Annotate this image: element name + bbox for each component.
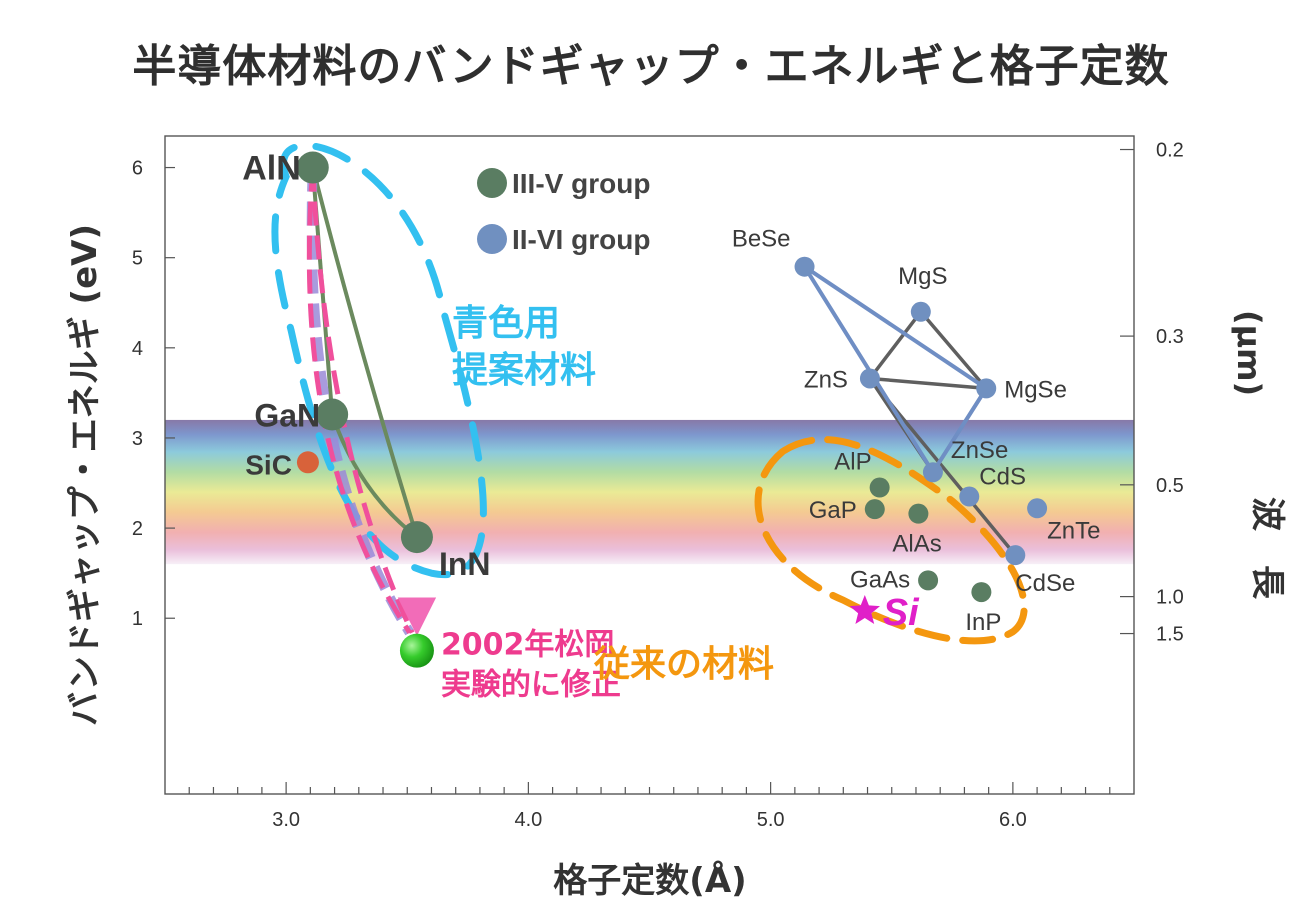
alloy-line-gray xyxy=(919,310,988,391)
label-sic: SiC xyxy=(245,449,292,480)
si-label: Si xyxy=(883,592,920,634)
y-tick-label: 2 xyxy=(132,518,143,540)
legend-marker xyxy=(477,168,507,198)
point-mgs xyxy=(910,301,931,322)
y2-tick-label: 0.2 xyxy=(1156,140,1184,162)
label-gaas: GaAs xyxy=(850,566,910,593)
point-gan xyxy=(316,398,349,431)
orange-region-label: 従来の材料 xyxy=(593,644,774,685)
aln-inn-curve xyxy=(310,167,419,538)
gan-inn-curve xyxy=(330,413,419,539)
label-alas: AlAs xyxy=(892,531,941,558)
point-alp xyxy=(869,477,890,498)
y-tick-label: 6 xyxy=(132,158,143,180)
alloy-line-gray xyxy=(868,376,988,391)
page-title: 半導体材料のバンドギャップ・エネルギと格子定数 xyxy=(132,41,1170,92)
label-znte: ZnTe xyxy=(1047,517,1100,544)
y2-tick-label: 0.5 xyxy=(1156,475,1184,497)
x-tick-label: 4.0 xyxy=(514,809,542,831)
label-inp: InP xyxy=(965,609,1001,636)
legend-marker xyxy=(477,224,507,254)
y2-tick-label: 0.3 xyxy=(1156,326,1184,348)
point-inn-revised xyxy=(399,633,434,668)
alloy-line-gray xyxy=(868,310,923,381)
point-aln xyxy=(296,151,329,184)
label-bese: BeSe xyxy=(732,226,791,253)
y-tick-label: 4 xyxy=(132,338,143,360)
point-bese xyxy=(794,256,815,277)
legend-label: II-VI group xyxy=(512,224,650,255)
label-gap: GaP xyxy=(809,497,857,524)
y-axis-title: バンドギャップ・エネルギ (eV) xyxy=(65,224,105,726)
y2-tick-label: 1.5 xyxy=(1156,624,1184,646)
blue-region-label-1: 青色用 xyxy=(452,303,560,344)
label-aln: AlN xyxy=(242,150,301,188)
point-gaas xyxy=(918,570,939,591)
label-zns: ZnS xyxy=(804,366,848,393)
x-tick-label: 6.0 xyxy=(999,809,1027,831)
revised-curve-pink-1 xyxy=(306,167,412,635)
y-tick-label: 1 xyxy=(132,608,143,630)
point-znte xyxy=(1027,498,1048,519)
revised-label-line1: 2002年松岡 xyxy=(441,628,615,663)
label-gan: GaN xyxy=(254,398,320,434)
x-tick-label: 3.0 xyxy=(272,809,300,831)
alloy-line-blue xyxy=(930,386,989,475)
label-mgs: MgS xyxy=(898,263,947,290)
blue-region-label-2: 提案材料 xyxy=(452,350,596,391)
y2-tick-label: 1.0 xyxy=(1156,587,1184,609)
x-tick-label: 5.0 xyxy=(757,809,785,831)
revised-curve-pink-2 xyxy=(310,167,415,634)
point-gap xyxy=(864,499,885,520)
revised-label-line2: 実験的に修正 xyxy=(441,668,621,703)
data-points xyxy=(296,151,1048,603)
y-tick-label: 3 xyxy=(132,428,143,450)
label-cdse: CdSe xyxy=(1015,570,1075,597)
point-alas xyxy=(908,503,929,524)
label-mgse: MgSe xyxy=(1004,376,1067,403)
x-axis-title: 格子定数(Å) xyxy=(553,860,746,901)
point-inp xyxy=(971,582,992,603)
label-znse: ZnSe xyxy=(951,437,1008,464)
connection-lines xyxy=(306,167,1018,636)
point-zns xyxy=(859,368,880,389)
y-tick-label: 5 xyxy=(132,248,143,270)
point-sic xyxy=(296,451,319,474)
legend-label: III-V group xyxy=(512,168,650,199)
point-cdse xyxy=(1005,545,1026,566)
axes: 3.0 4.0 5.0 6.0 1 2 3 4 5 6 0.2 0.3 0.5 1.0 1.5 xyxy=(132,135,1184,831)
y2-axis-unit: (μm) xyxy=(1230,310,1268,396)
point-znse xyxy=(922,462,943,483)
si-star-icon xyxy=(849,595,880,624)
point-mgse xyxy=(976,378,997,399)
point-inn xyxy=(400,521,433,554)
blue-proposed-region xyxy=(271,142,487,579)
alloy-line-blue xyxy=(802,264,989,391)
label-inn: InN xyxy=(439,546,491,582)
y2-axis-title: 波 長 xyxy=(1247,497,1287,600)
label-cds: CdS xyxy=(979,464,1026,491)
label-alp: AlP xyxy=(834,449,871,476)
point-cds xyxy=(959,486,980,507)
orange-conventional-region xyxy=(754,436,1028,645)
region-outlines xyxy=(271,142,1028,645)
